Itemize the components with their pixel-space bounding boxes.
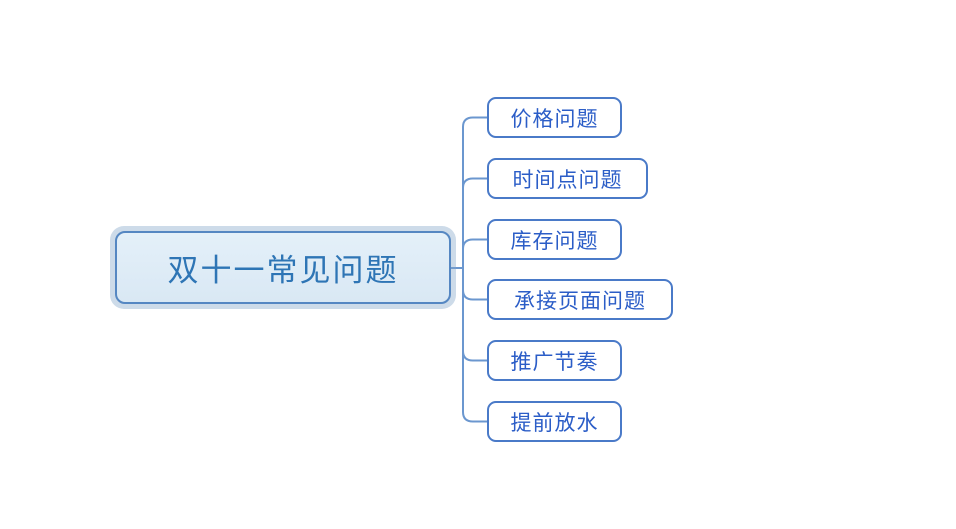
subtopic-timing[interactable]: 时间点问题 [487, 158, 648, 199]
subtopic-inventory[interactable]: 库存问题 [487, 219, 622, 260]
subtopic-early-release-label: 提前放水 [510, 410, 599, 435]
subtopic-promotion-rhythm[interactable]: 推广节奏 [487, 340, 622, 381]
root-topic[interactable]: 双十一常见问题 [115, 231, 451, 304]
subtopic-promotion-rhythm-label: 推广节奏 [510, 349, 599, 374]
connector-branch-6 [462, 411, 487, 423]
subtopic-early-release[interactable]: 提前放水 [487, 401, 622, 442]
root-topic-label: 双十一常见问题 [167, 253, 399, 288]
root-topic-selection-halo: 双十一常见问题 [110, 226, 456, 309]
subtopic-price-label: 价格问题 [510, 106, 599, 131]
connector-branch-3 [462, 238, 487, 250]
connector-branch-4 [462, 289, 487, 301]
subtopic-landing-page-label: 承接页面问题 [514, 288, 646, 313]
subtopic-price[interactable]: 价格问题 [487, 97, 622, 138]
subtopic-timing-label: 时间点问题 [512, 167, 623, 192]
connector-branch-2 [462, 177, 487, 189]
subtopic-inventory-label: 库存问题 [510, 228, 599, 253]
subtopic-landing-page[interactable]: 承接页面问题 [487, 279, 673, 320]
connector-branch-5 [462, 350, 487, 362]
connector-branch-1 [462, 116, 487, 128]
